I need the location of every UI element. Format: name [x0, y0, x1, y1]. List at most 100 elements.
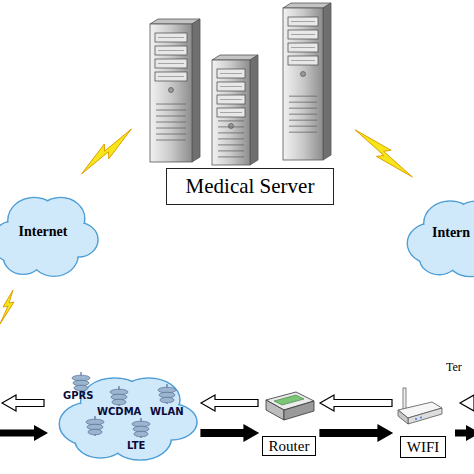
drive-bay [288, 30, 318, 39]
power-button [169, 88, 174, 93]
network-label: GPRS [63, 390, 93, 401]
mobile-network-cloud: GPRS WCDMA WLAN LTE [55, 366, 197, 466]
lightning-bolt [82, 129, 132, 174]
node-label: Router [262, 436, 316, 456]
vent-line [156, 110, 186, 111]
router-front [284, 401, 314, 420]
station-disc [74, 385, 88, 391]
drive-bay [217, 108, 245, 117]
vent-line [218, 120, 244, 121]
data-flow-arrow [201, 425, 258, 441]
terminal-label: Ter [446, 360, 462, 375]
drive-bay [217, 82, 245, 91]
tower-front [150, 24, 192, 162]
drive-bay [217, 95, 245, 104]
drive-slot [158, 63, 184, 64]
wireless-link [355, 130, 412, 177]
vent-line [218, 126, 244, 127]
wifi-antenna [403, 388, 406, 410]
vent-line [218, 132, 244, 133]
drive-slot [291, 47, 315, 48]
drive-bay [155, 33, 187, 42]
network-label: WCDMA [97, 406, 141, 417]
drive-slot [220, 86, 242, 87]
wireless-link [82, 129, 132, 174]
server-tower [150, 19, 200, 162]
tower-side [192, 19, 200, 162]
base-station-icon [158, 384, 176, 404]
vent-line [156, 122, 186, 123]
tower-side [323, 3, 331, 160]
wireless-bolt [0, 290, 14, 324]
drive-bay [288, 56, 318, 65]
drive-slot [291, 21, 315, 22]
base-station-icon [132, 418, 150, 438]
base-station-icon [86, 416, 104, 436]
wifi-icon [398, 388, 442, 424]
incoming-arrow [0, 425, 48, 441]
vent-line [218, 144, 244, 145]
vent-line [218, 156, 244, 157]
router-strip [274, 395, 304, 405]
power-button [229, 124, 234, 129]
drive-slot [158, 50, 184, 51]
wifi-side [398, 410, 408, 424]
vent-line [218, 150, 244, 151]
drive-slot [220, 112, 242, 113]
node-label: WIFI [400, 436, 446, 458]
data-flow-arrow [320, 425, 392, 441]
incoming-arrow [455, 425, 474, 441]
outgoing-arrow [2, 395, 44, 411]
vent-line [156, 134, 186, 135]
drive-bay [155, 46, 187, 55]
drive-slot [220, 99, 242, 100]
vent-line [289, 96, 317, 97]
wifi-light [415, 418, 417, 420]
vent-line [289, 102, 317, 103]
vent-line [218, 138, 244, 139]
vent-line [156, 140, 186, 141]
vent-line [289, 126, 317, 127]
internet-cloud: Intern [404, 190, 474, 282]
node-label: Medical Server [167, 169, 333, 204]
drive-bay [288, 43, 318, 52]
drive-bay [155, 72, 187, 81]
data-flow-arrow [201, 395, 258, 411]
router-icon [266, 392, 314, 420]
vent-line [289, 114, 317, 115]
vent-line [289, 120, 317, 121]
drive-slot [158, 76, 184, 77]
data-flow-arrow [320, 395, 392, 411]
router-node: Router [262, 386, 316, 458]
server-tower [212, 55, 258, 165]
vent-line [156, 104, 186, 105]
lightning-bolt [355, 130, 412, 177]
outgoing-arrow [460, 395, 474, 411]
tower-side [250, 55, 258, 165]
node-label: Internet [0, 224, 98, 240]
vent-line [289, 108, 317, 109]
drive-bay [288, 17, 318, 26]
server-tower [283, 3, 331, 160]
tower-front [283, 8, 323, 160]
station-disc [112, 399, 126, 405]
drive-slot [291, 34, 315, 35]
vent-line [289, 132, 317, 133]
station-disc [134, 431, 148, 437]
network-label: WLAN [150, 406, 184, 417]
wifi-light [420, 417, 422, 419]
station-disc [88, 429, 102, 435]
power-button [301, 72, 306, 77]
drive-slot [158, 37, 184, 38]
cloud-fill [429, 216, 474, 266]
vent-line [156, 128, 186, 129]
network-label: LTE [127, 440, 145, 451]
server-towers [150, 3, 331, 165]
station-disc [160, 397, 174, 403]
drive-bay [217, 69, 245, 78]
drive-slot [291, 60, 315, 61]
base-station-icon [110, 386, 128, 406]
internet-cloud: Internet [0, 186, 98, 282]
